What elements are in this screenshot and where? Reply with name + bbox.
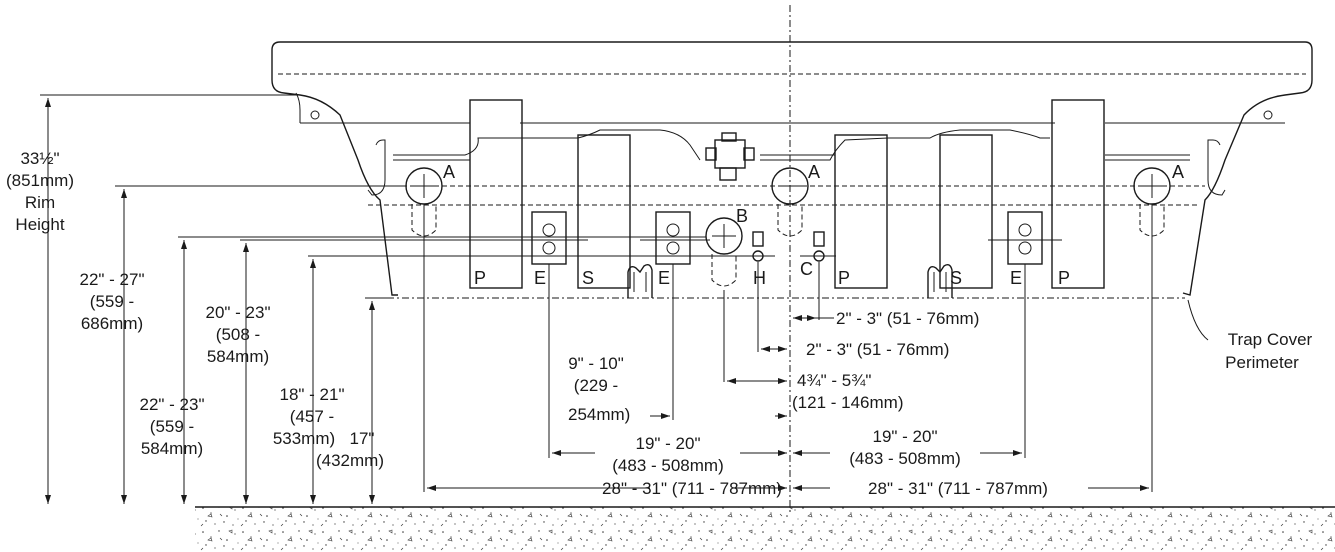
- floor: [195, 506, 1335, 552]
- dimension-text: 19" - 20": [636, 434, 701, 453]
- dimension-text: 584mm): [207, 347, 269, 366]
- dimension-text: 533mm): [273, 429, 335, 448]
- basin-left: [393, 129, 701, 161]
- tag-e-right: E: [1010, 268, 1022, 288]
- dimension-text: Perimeter: [1225, 353, 1299, 372]
- dimension-text: 9" - 10": [568, 354, 624, 373]
- tag-p-left: P: [474, 268, 486, 288]
- tag-a-right: A: [1172, 162, 1184, 182]
- dimension-text: 686mm): [81, 314, 143, 333]
- b-height-label: 20" - 23" (508 - 584mm): [206, 303, 271, 366]
- drain-a-center: A: [771, 162, 820, 237]
- dimension-text: 254mm): [568, 405, 630, 424]
- trap-cover-leader: [1187, 299, 1209, 341]
- drop-lines: [423, 204, 1153, 492]
- dimension-text: 4¾" - 5¾": [797, 371, 871, 390]
- e-outer-left-label: 19" - 20" (483 - 508mm): [612, 434, 723, 475]
- bracket-right: [927, 263, 953, 298]
- tag-c: C: [800, 259, 813, 279]
- a-right-label: 28" - 31" (711 - 787mm): [868, 479, 1048, 498]
- dimension-text: 17": [350, 429, 375, 448]
- dimension-text: (851mm): [6, 171, 74, 190]
- trap-cover-label: Trap Cover Perimeter: [1225, 330, 1312, 372]
- tag-a-left: A: [443, 162, 455, 182]
- b-offset-label: 4¾" - 5¾" (121 - 146mm): [792, 371, 903, 412]
- supply-c: C: [800, 231, 836, 279]
- drain-a-right: A: [1133, 162, 1184, 237]
- dimension-text: (483 - 508mm): [849, 449, 960, 468]
- mixing-valve: [705, 132, 755, 181]
- tag-p-right: P: [1058, 268, 1070, 288]
- tag-h: H: [753, 268, 766, 288]
- tag-p-center: P: [838, 268, 850, 288]
- dimension-text: 22" - 27": [80, 270, 145, 289]
- dimension-text: 22" - 23": [140, 395, 205, 414]
- tag-s-left: S: [582, 268, 594, 288]
- panel-p-center: P: [834, 134, 888, 289]
- outlet-e-left: E: [515, 211, 588, 288]
- basin-center: [760, 137, 889, 161]
- tag-b: B: [736, 206, 748, 226]
- drain-b: B: [705, 206, 748, 287]
- panel-s-left: S: [577, 134, 631, 289]
- outlet-e-center: E: [640, 211, 710, 288]
- vertical-dimensions: [45, 98, 375, 504]
- dimension-text: (508 -: [216, 325, 260, 344]
- dimension-text: 33½": [20, 149, 59, 168]
- dimension-text: 18" - 21": [280, 385, 345, 404]
- dimension-text: Trap Cover: [1228, 330, 1313, 349]
- dimension-text: (483 - 508mm): [612, 456, 723, 475]
- panel-s-right: S: [939, 134, 993, 289]
- drain-a-left: A: [405, 162, 455, 237]
- hc-height-label: 18" - 21" (457 - 533mm): [273, 385, 345, 448]
- c-offset-label: 2" - 3" (51 - 76mm): [836, 309, 979, 328]
- h-offset-label: 2" - 3" (51 - 76mm): [806, 340, 949, 359]
- dimension-text: (121 - 146mm): [792, 393, 903, 412]
- dimension-text: 20" - 23": [206, 303, 271, 322]
- dimension-text: (559 -: [150, 417, 194, 436]
- dimension-text: (229 -: [574, 376, 618, 395]
- dimension-text: (432mm): [316, 451, 384, 470]
- e-height-label: 22" - 23" (559 - 584mm): [140, 395, 205, 458]
- tag-e-left: E: [534, 268, 546, 288]
- dimension-text: Height: [15, 215, 64, 234]
- dimension-text: (457 -: [290, 407, 334, 426]
- panel-p-left: P: [469, 99, 523, 289]
- dimension-text: Rim: [25, 193, 55, 212]
- dimension-text: 584mm): [141, 439, 203, 458]
- extension-lines: [40, 94, 740, 299]
- a-left-label: 28" - 31" (711 - 787mm): [602, 479, 782, 498]
- horizontal-dimensions: [427, 315, 1149, 491]
- dimension-text: 19" - 20": [873, 427, 938, 446]
- e-inner-label: 9" - 10" (229 - 254mm): [568, 354, 630, 424]
- tag-e-center: E: [658, 268, 670, 288]
- a-height-label: 22" - 27" (559 - 686mm): [80, 270, 145, 333]
- bracket-left: [627, 263, 653, 298]
- e-outer-right-label: 19" - 20" (483 - 508mm): [849, 427, 960, 468]
- sink-outline: [271, 41, 1313, 299]
- basin-right: [888, 129, 1190, 161]
- tag-a-center: A: [808, 162, 820, 182]
- dimension-text: (559 -: [90, 292, 134, 311]
- rim-height-label: 33½" (851mm) Rim Height: [6, 149, 74, 234]
- panel-p-right: P: [1051, 99, 1105, 289]
- supply-h: H: [740, 231, 775, 288]
- trap-height-label: 17" (432mm): [316, 429, 384, 470]
- tag-s-right: S: [950, 268, 962, 288]
